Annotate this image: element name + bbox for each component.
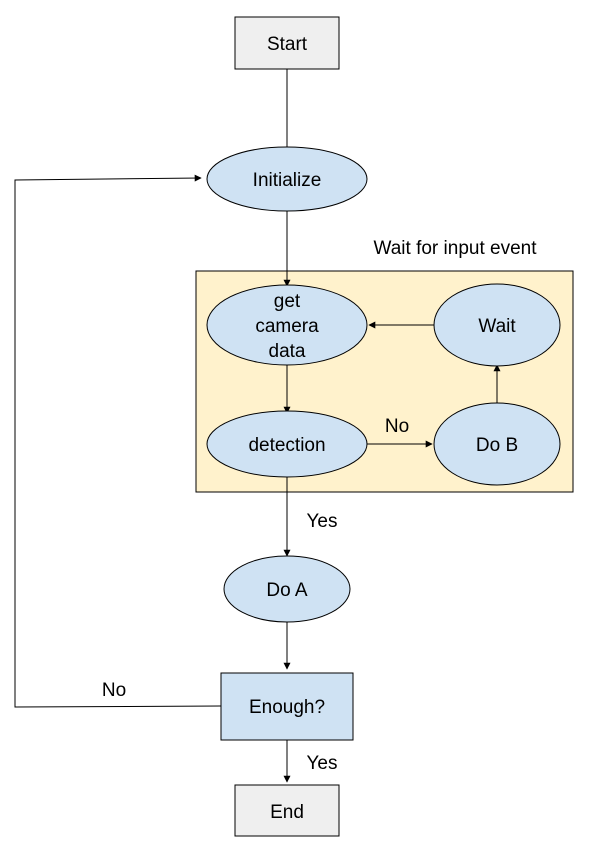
node-wait: Wait — [433, 283, 561, 367]
edge-label-enough-to-initialize: No — [102, 680, 126, 701]
node-do-a-label: Do A — [266, 580, 308, 601]
node-wait-label: Wait — [478, 316, 516, 337]
node-do-b-label: Do B — [476, 435, 518, 456]
node-get-camera-data-line-3: data — [269, 341, 306, 362]
node-do-b: Do B — [433, 402, 561, 486]
node-enough: Enough? — [220, 672, 354, 741]
node-detection: detection — [206, 410, 368, 478]
edge-label-detection-to-do-a: Yes — [307, 511, 338, 532]
node-enough-label: Enough? — [249, 697, 325, 718]
node-start-label: Start — [267, 34, 308, 55]
region-label: Wait for input event — [374, 238, 538, 259]
edge-label-enough-to-end: Yes — [307, 753, 338, 774]
node-get-camera-data-line-1: get — [274, 291, 301, 312]
node-do-a: Do A — [223, 555, 351, 623]
node-end: End — [234, 784, 340, 837]
edge-label-detection-to-do-b: No — [385, 416, 409, 437]
node-start: Start — [234, 16, 340, 70]
node-end-label: End — [270, 802, 304, 823]
node-initialize-label: Initialize — [253, 170, 322, 191]
edge-enough-to-initialize — [14, 174, 222, 708]
node-get-camera-data: get camera data — [206, 284, 368, 366]
node-detection-label: detection — [248, 435, 325, 456]
node-initialize: Initialize — [206, 146, 368, 212]
node-get-camera-data-line-2: camera — [255, 316, 319, 337]
